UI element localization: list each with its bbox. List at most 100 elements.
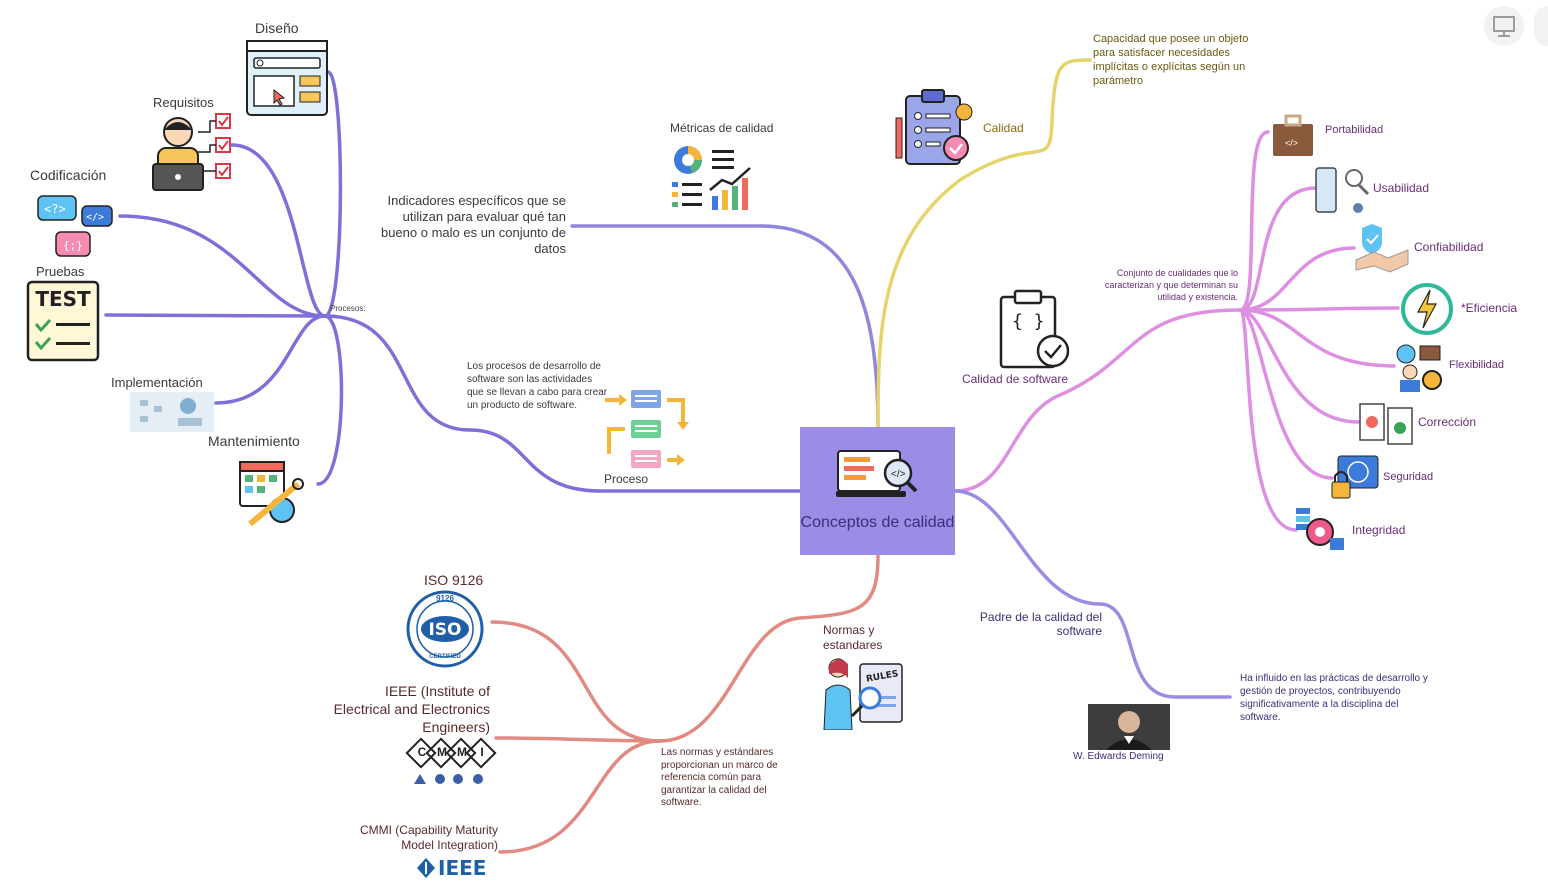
normas-label[interactable]: Normas y estandares: [823, 623, 883, 652]
cmmi-letter-i: I: [480, 745, 484, 759]
proceso-description[interactable]: Los procesos de desarrollo de software s…: [467, 361, 608, 411]
present-icon: [1493, 16, 1515, 37]
iso-number-text: 9126: [436, 594, 454, 603]
line-pruebas: [104, 313, 327, 318]
iso-certified-badge: 9126 ISO CERTIFIED: [404, 588, 486, 670]
ieee-text: IEEE: [438, 856, 487, 880]
usability-devices-icon: [1315, 167, 1370, 213]
line-mantenimiento: [316, 314, 344, 486]
line-procesos-hub: [323, 314, 472, 432]
codificacion-label[interactable]: Codificación: [30, 167, 107, 183]
software-quality-icon: { }: [999, 289, 1070, 369]
svg-text:<?>: <?>: [44, 202, 66, 216]
svg-text:</>: </>: [86, 212, 104, 223]
iso-text: ISO: [428, 620, 462, 640]
calidad-software-description[interactable]: Conjunto de cualidades que lo caracteriz…: [1104, 268, 1238, 302]
maintenance-tools-icon: [239, 461, 304, 527]
deming-label[interactable]: Padre de la calidad del software: [979, 610, 1102, 638]
usabilidad-label[interactable]: Usabilidad: [1373, 181, 1430, 195]
svg-text:</>: </>: [1285, 138, 1298, 148]
deployment-diagram-icon: [130, 392, 214, 432]
flexibilidad-label[interactable]: Flexibilidad: [1449, 359, 1505, 371]
calidad-description[interactable]: Capacidad que posee un objeto para satis…: [1093, 33, 1249, 87]
diseno-label[interactable]: Diseño: [255, 20, 299, 36]
line-eficiencia: [1238, 306, 1400, 312]
metricas-description[interactable]: Indicadores específicos que se utilizan …: [380, 193, 566, 256]
line-normas: [658, 553, 880, 743]
central-topic[interactable]: </> Conceptos de calidad: [800, 427, 955, 555]
line-requisitos: [230, 143, 327, 318]
line-ieee: [494, 736, 662, 743]
procesos-hub-label[interactable]: Procesos:: [330, 304, 366, 313]
deming-name[interactable]: W. Edwards Deming: [1073, 751, 1164, 762]
line-usabilidad: [1238, 186, 1318, 312]
iso-badge-icon: [406, 590, 484, 668]
calidad-label[interactable]: Calidad: [983, 121, 1024, 135]
security-lock-icon: [1331, 455, 1379, 499]
svg-text:{ }: { }: [1012, 311, 1045, 332]
cmmi-label[interactable]: CMMI (Capability Maturity Model Integrat…: [359, 823, 498, 852]
deming-photo: [1088, 704, 1170, 750]
ieee-label[interactable]: IEEE (Institute of Electrical and Electr…: [333, 683, 490, 735]
calidad-software-label[interactable]: Calidad de software: [962, 372, 1069, 386]
proceso-label[interactable]: Proceso: [604, 472, 649, 486]
confiabilidad-label[interactable]: Confiabilidad: [1414, 240, 1484, 254]
line-metricas: [570, 224, 880, 429]
code-review-icon: </>: [836, 450, 918, 497]
efficiency-energy-icon: [1401, 283, 1453, 335]
line-integridad: [1238, 308, 1298, 532]
flexibility-worker-icon: [1396, 344, 1442, 392]
cmmi-letter-c: C: [417, 745, 427, 759]
line-proceso: [468, 428, 802, 493]
deming-description[interactable]: Ha influido en las prácticas de desarrol…: [1240, 673, 1428, 723]
line-diseno: [323, 70, 343, 318]
requisitos-label[interactable]: Requisitos: [153, 95, 214, 110]
line-calidad: [876, 58, 1092, 429]
cmmi-symbols-icon: [414, 774, 483, 784]
line-confiabilidad: [1238, 246, 1356, 312]
pruebas-label[interactable]: Pruebas: [36, 264, 85, 279]
normas-description[interactable]: Las normas y estándares proporcionan un …: [661, 747, 778, 808]
quality-clipboard-icon: [895, 89, 973, 165]
line-cmmi: [498, 739, 662, 854]
ieee-diamond-icon: [417, 858, 435, 878]
line-iso: [490, 620, 662, 743]
line-flexibilidad: [1238, 308, 1396, 368]
iso-certified-text: CERTIFIED: [429, 654, 461, 660]
share-button[interactable]: [1534, 6, 1548, 46]
central-topic-title: Conceptos de calidad: [800, 514, 955, 531]
svg-text:</>: </>: [891, 469, 906, 480]
test-clipboard-icon: TEST: [26, 280, 100, 362]
portability-briefcase-icon: </>: [1273, 114, 1313, 156]
integridad-label[interactable]: Integridad: [1352, 523, 1406, 537]
integrity-gear-icon: [1296, 508, 1344, 550]
eficiencia-label[interactable]: *Eficiencia: [1461, 301, 1518, 315]
code-bubbles-icon: <?> </> {;}: [37, 195, 113, 257]
iso-label[interactable]: ISO 9126: [424, 572, 484, 588]
implementacion-label[interactable]: Implementación: [111, 375, 203, 390]
cmmi-letter-m1: M: [437, 745, 447, 759]
mantenimiento-label[interactable]: Mantenimiento: [208, 433, 300, 449]
line-seguridad: [1238, 308, 1334, 480]
process-flow-icon: [605, 390, 689, 468]
metricas-label[interactable]: Métricas de calidad: [670, 121, 774, 135]
svg-text:{;}: {;}: [63, 239, 83, 252]
correction-windows-icon: [1359, 403, 1413, 445]
cmmi-letter-m2: M: [457, 745, 467, 759]
line-portabilidad: [1238, 130, 1270, 312]
cmmi-logo: C M M I: [405, 737, 497, 790]
rules-person-icon: RULES: [822, 654, 906, 730]
present-button[interactable]: [1484, 6, 1524, 46]
line-codificacion: [118, 214, 327, 318]
line-implementacion: [214, 314, 327, 405]
reliability-handshake-icon: [1355, 224, 1409, 273]
seguridad-label[interactable]: Seguridad: [1383, 471, 1434, 483]
web-design-icon: [246, 40, 328, 116]
metrics-dashboard-icon: [672, 146, 751, 210]
requirements-person-icon: [152, 113, 231, 191]
ieee-logo: IEEE: [416, 856, 496, 880]
portabilidad-label[interactable]: Portabilidad: [1325, 124, 1384, 136]
correccion-label[interactable]: Corrección: [1418, 415, 1477, 429]
line-calidad-software: [953, 308, 1242, 493]
